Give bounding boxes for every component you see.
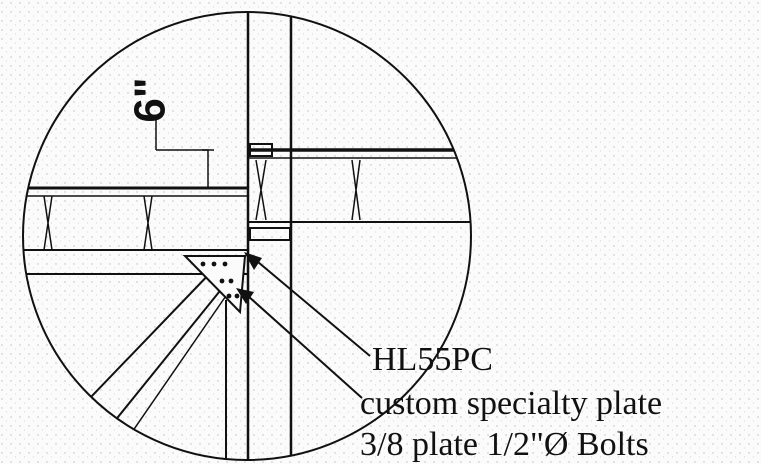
- leader-plate: [247, 295, 363, 399]
- plate-bolts: [200, 261, 240, 299]
- leader-hl55pc: [257, 261, 371, 357]
- left-joist-web-1: [43, 195, 53, 251]
- callout-specification: 3/8 plate 1/2"Ø Bolts: [360, 426, 649, 463]
- right-joist-web-1: [255, 159, 267, 221]
- dimension-label: 6": [125, 77, 175, 123]
- blocking-lower: [249, 227, 291, 241]
- callout-model-number: HL55PC: [372, 341, 493, 378]
- left-joist-web-2: [143, 195, 153, 251]
- right-joist-web-2: [351, 159, 361, 221]
- callout-description: custom specialty plate: [360, 385, 663, 422]
- leader-arrowhead-2: [236, 288, 254, 304]
- blocking-upper: [249, 143, 273, 157]
- leader-arrowhead-1: [244, 252, 262, 270]
